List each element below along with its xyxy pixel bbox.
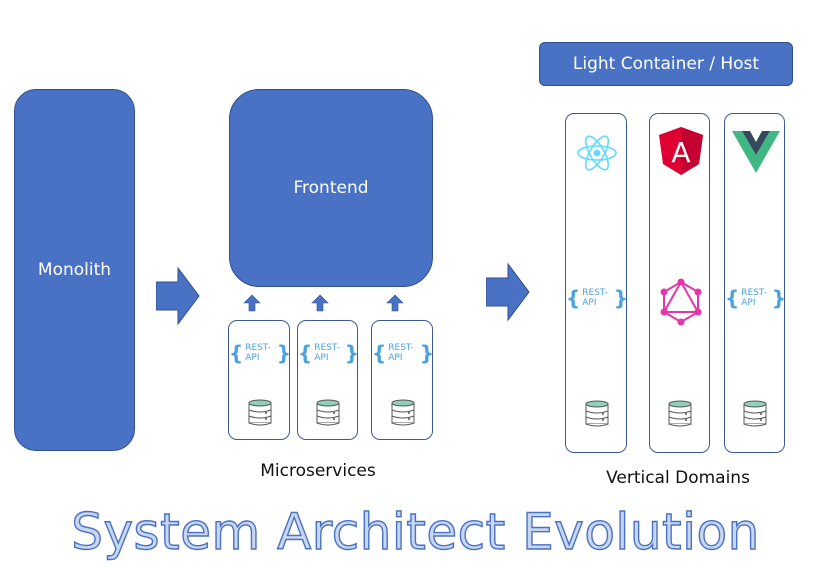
monolith-label: Monolith: [37, 260, 112, 280]
domain-box-vue: {REST-API}: [724, 113, 786, 453]
monolith-box: Monolith: [14, 89, 135, 451]
rest-api-badge: {REST-API}: [229, 341, 291, 365]
light-container-box: Light Container / Host: [539, 42, 793, 86]
rest-api-badge: {REST-API}: [372, 341, 434, 365]
rest-api-badge: {REST-API}: [566, 286, 628, 310]
up-arrow-1: [243, 294, 261, 312]
domain-box-angular: A: [649, 113, 710, 453]
microservice-box-2: {REST-API}: [297, 320, 359, 440]
transition-arrow-2: [486, 262, 530, 322]
rest-api-badge: {REST-API}: [725, 286, 786, 310]
microservices-caption: Microservices: [260, 461, 376, 481]
frontend-label: Frontend: [293, 178, 369, 198]
database-icon: [316, 399, 340, 426]
database-icon: [743, 400, 767, 427]
vertical-domains-caption: Vertical Domains: [606, 468, 750, 488]
up-arrow-2: [311, 294, 329, 312]
database-icon: [668, 400, 692, 427]
react-icon: [577, 135, 617, 171]
microservice-box-1: {REST-API}: [228, 320, 291, 440]
light-container-label: Light Container / Host: [572, 54, 760, 74]
svg-text:A: A: [671, 136, 690, 169]
frontend-box: Frontend: [229, 89, 433, 287]
up-arrow-3: [386, 294, 404, 312]
database-icon: [391, 399, 415, 426]
vue-icon: [732, 131, 780, 173]
transition-arrow-1: [156, 266, 200, 326]
page-title: System Architect Evolution: [71, 502, 760, 561]
database-icon: [248, 399, 272, 426]
rest-api-badge: {REST-API}: [298, 341, 359, 365]
graphql-icon: [660, 278, 702, 326]
database-icon: [585, 400, 609, 427]
microservice-box-3: {REST-API}: [371, 320, 434, 440]
angular-icon: A: [659, 127, 703, 175]
domain-box-react: {REST-API}: [565, 113, 628, 453]
